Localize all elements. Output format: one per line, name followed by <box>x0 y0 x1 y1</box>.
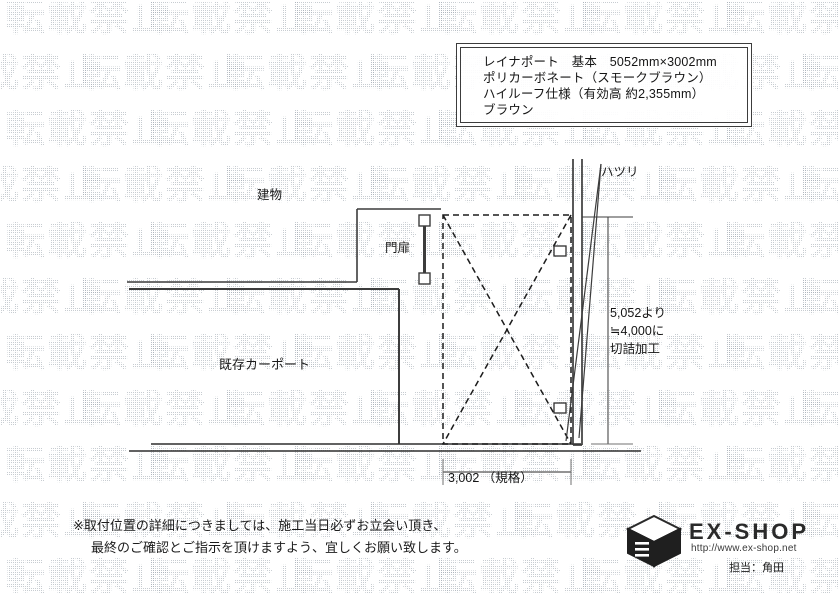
cut-note-line-3: 切詰加工 <box>610 342 661 356</box>
new-carport-footprint <box>442 214 572 445</box>
dimension-label-width: 3,002 （規格） <box>448 471 533 485</box>
existing-post <box>572 159 583 446</box>
brand-name: EX-SHOP <box>689 519 810 544</box>
footer-note-line-2: 最終のご確認とご指示を頂けますよう、宜しくお願い致します。 <box>91 540 467 555</box>
building-outline <box>127 208 441 283</box>
existing-carport-outline <box>129 288 400 444</box>
specification-box-inner: レイナポート 基本 5052mm×3002mm ポリカーボネート（スモークブラウ… <box>460 47 748 123</box>
spec-line-material: ポリカーボネート（スモークブラウン） <box>483 71 712 85</box>
width-dimension-line <box>442 459 572 485</box>
brand-block: EX-SHOP http://www.ex-shop.net 担当：角田 <box>625 509 815 579</box>
mounting-brackets <box>553 245 567 414</box>
spec-line-model: レイナポート 基本 5052mm×3002mm <box>483 55 717 69</box>
label-existing-carport: 既存カーポート <box>219 358 311 373</box>
footer-note-line-1: ※取付位置の詳細につきましては、施工当日必ずお立会い頂き、 <box>73 518 447 533</box>
cube-logo-icon <box>625 514 683 568</box>
ground-lines <box>129 443 641 452</box>
footer-note: ※取付位置の詳細につきましては、施工当日必ずお立会い頂き、 最終のご確認とご指示… <box>73 515 467 559</box>
label-building: 建物 <box>257 187 283 202</box>
gate-symbol <box>418 214 431 285</box>
cut-processing-note: 5,052より ≒4,000に 切詰加工 <box>610 304 666 358</box>
label-gate: 門扉 <box>385 240 411 255</box>
brand-staff: 担当：角田 <box>729 562 784 574</box>
cut-note-line-2: ≒4,000に <box>610 324 665 338</box>
spec-line-roof: ハイルーフ仕様（有効高 約2,355mm） <box>483 87 705 101</box>
specification-box: レイナポート 基本 5052mm×3002mm ポリカーボネート（スモークブラウ… <box>456 43 752 127</box>
brand-url[interactable]: http://www.ex-shop.net <box>691 543 797 554</box>
cut-note-line-1: 5,052より <box>610 306 667 320</box>
hatsuri-leader-line <box>565 163 602 442</box>
spec-line-color: ブラウン <box>483 103 534 117</box>
label-hatsuri: ハツリ <box>601 164 639 179</box>
